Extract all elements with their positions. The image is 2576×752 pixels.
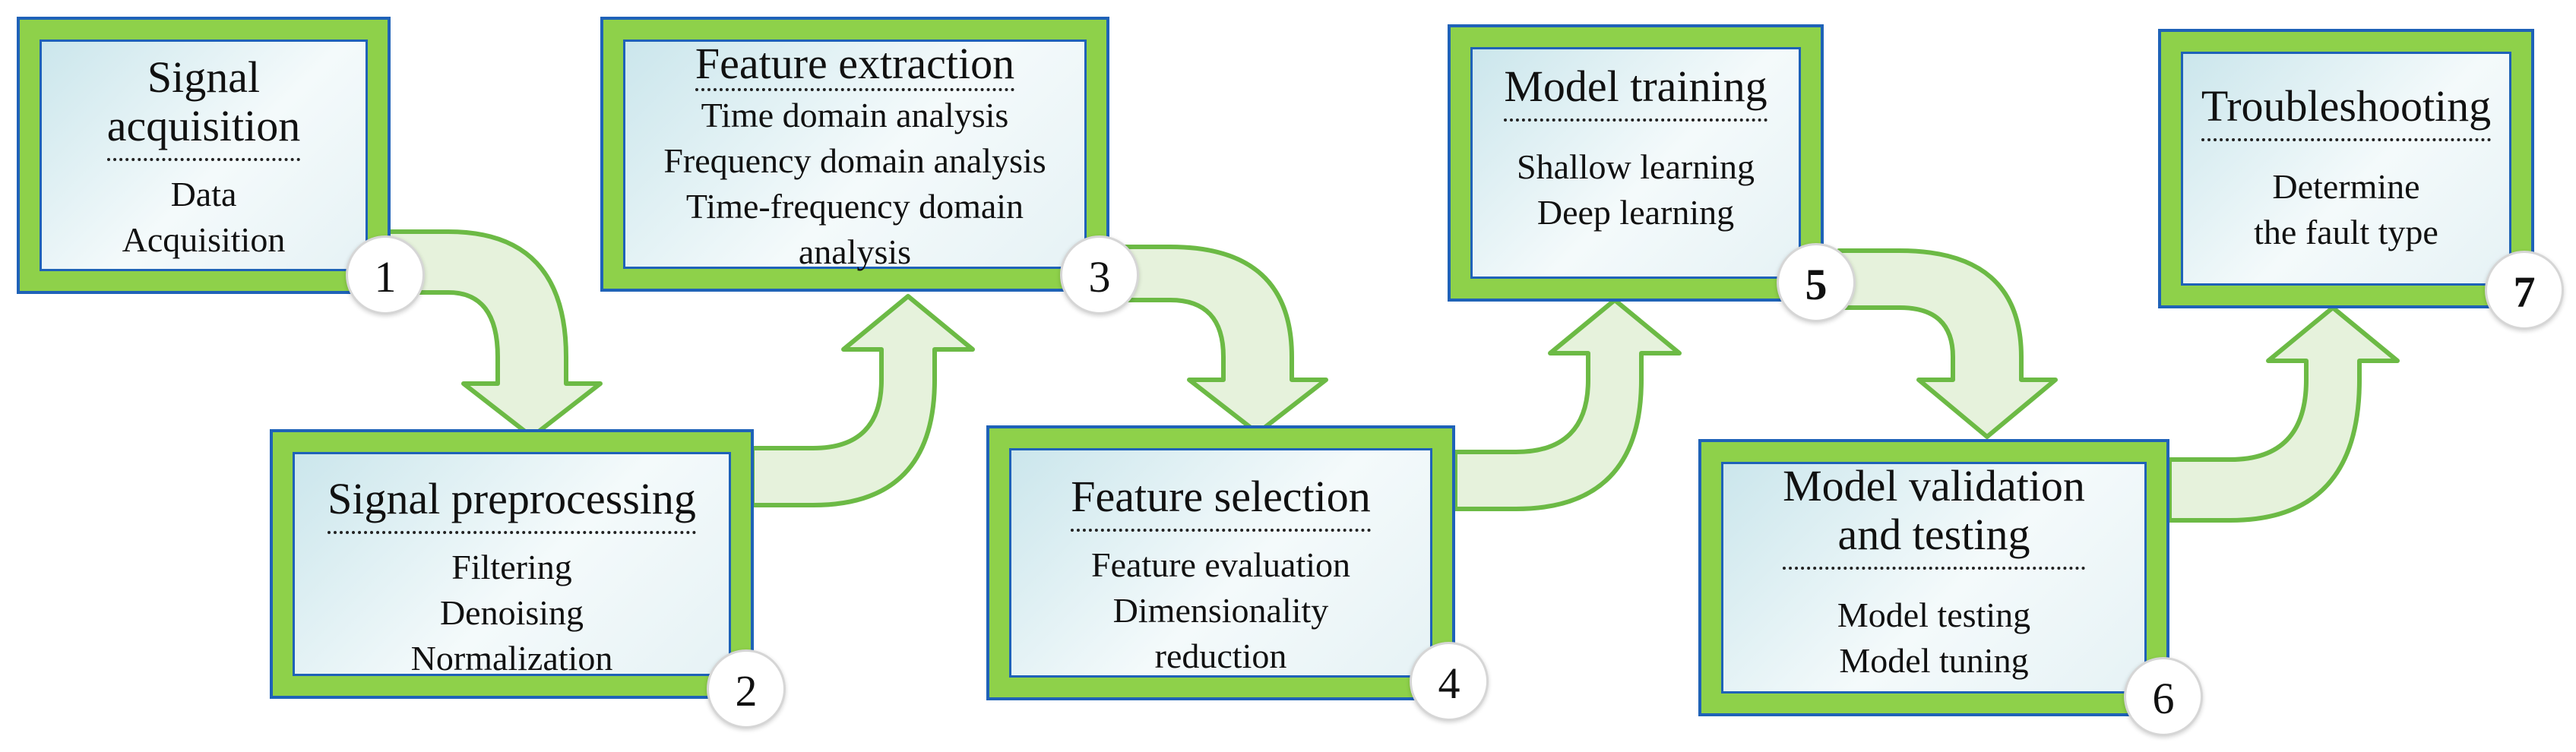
step-title: Troubleshooting: [2201, 81, 2492, 141]
step-items: Feature evaluation Dimensionality reduct…: [1091, 542, 1350, 679]
step-number-badge: 4: [1410, 642, 1489, 721]
step-number-badge: 1: [346, 235, 425, 314]
step-item: analysis: [798, 232, 912, 271]
step-number-badge: 6: [2124, 657, 2203, 736]
step-item: Denoising: [439, 593, 584, 632]
step-content: Signal preprocessing Filtering Denoising…: [293, 452, 731, 678]
arrow-step4-to-step5: [1453, 298, 1682, 511]
step-item: Model tuning: [1839, 641, 2029, 680]
step-number-badge: 5: [1777, 243, 1856, 322]
step-2-box: Signal preprocessing Filtering Denoising…: [270, 429, 754, 699]
step-3-box: Feature extraction Time domain analysis …: [600, 17, 1109, 292]
step-title-line: Feature selection: [1071, 472, 1371, 521]
step-panel: [1721, 462, 2147, 694]
step-content: Model training Shallow learning Deep lea…: [1470, 47, 1801, 279]
step-title-line: Model validation: [1783, 461, 2085, 510]
arrow-step6-to-step7: [2167, 305, 2400, 523]
step-title-line: Signal: [147, 52, 261, 102]
step-items: Shallow learning Deep learning: [1517, 144, 1755, 235]
step-4-box: Feature selection Feature evaluation Dim…: [986, 425, 1455, 700]
step-title: Signal preprocessing: [328, 475, 696, 534]
step-items: Data Acquisition: [122, 172, 286, 263]
step-item: Deep learning: [1536, 193, 1735, 232]
step-1-box: Signal acquisition Data Acquisition: [17, 17, 391, 294]
step-items: Model testing Model tuning: [1837, 592, 2030, 684]
step-item: Time domain analysis: [701, 96, 1009, 134]
step-item: reduction: [1154, 637, 1287, 675]
step-5-box: Model training Shallow learning Deep lea…: [1448, 24, 1824, 302]
step-panel: [623, 39, 1087, 269]
step-title-line: Troubleshooting: [2201, 81, 2492, 131]
step-title-line: Signal preprocessing: [328, 474, 696, 523]
step-title: Model training: [1504, 62, 1767, 122]
step-title-line: acquisition: [106, 101, 301, 150]
step-panel: [1470, 47, 1801, 279]
step-content: Signal acquisition Data Acquisition: [40, 39, 368, 271]
step-content: Model validation and testing Model testi…: [1721, 462, 2147, 694]
step-item: the fault type: [2254, 213, 2438, 251]
step-item: Feature evaluation: [1090, 545, 1351, 584]
step-title: Signal acquisition: [106, 52, 301, 161]
step-title: Model validation and testing: [1783, 462, 2085, 570]
step-item: Dimensionality: [1112, 591, 1329, 630]
step-6-box: Model validation and testing Model testi…: [1698, 439, 2169, 716]
step-item: Time-frequency domain: [685, 187, 1024, 226]
arrow-step3-to-step4: [1107, 245, 1328, 435]
step-title-line: and testing: [1837, 510, 2030, 559]
step-item: Frequency domain analysis: [663, 141, 1046, 180]
arrow-step1-to-step2: [385, 229, 603, 439]
step-7-box: Troubleshooting Determine the fault type: [2158, 29, 2534, 308]
step-item: Filtering: [451, 548, 572, 586]
step-item: Acquisition: [122, 220, 286, 259]
step-content: Troubleshooting Determine the fault type: [2181, 52, 2511, 286]
step-title: Feature extraction: [695, 39, 1015, 91]
arrow-step2-to-step3: [750, 294, 975, 507]
step-items: Time domain analysis Frequency domain an…: [663, 93, 1046, 275]
step-panel: [2181, 52, 2511, 286]
arrow-step5-to-step6: [1837, 248, 2058, 439]
step-item: Shallow learning: [1517, 147, 1755, 186]
step-item: Data: [170, 175, 237, 213]
step-items: Determine the fault type: [2254, 164, 2438, 255]
step-panel: [293, 452, 731, 676]
step-title: Feature selection: [1071, 472, 1371, 532]
step-item: Model testing: [1837, 596, 2031, 634]
step-panel: [1009, 448, 1432, 678]
step-item: Determine: [2272, 167, 2420, 206]
step-number-badge: 3: [1060, 235, 1139, 314]
step-title-line: Model training: [1504, 62, 1767, 111]
step-panel: [40, 39, 368, 271]
step-number-badge: 2: [707, 649, 786, 728]
step-content: Feature selection Feature evaluation Dim…: [1009, 448, 1432, 678]
step-content: Feature extraction Time domain analysis …: [623, 39, 1087, 272]
step-items: Filtering Denoising Normalization: [411, 545, 613, 681]
step-number-badge: 7: [2485, 251, 2564, 330]
step-item: Normalization: [410, 639, 613, 678]
step-title-line: Feature extraction: [695, 39, 1015, 88]
